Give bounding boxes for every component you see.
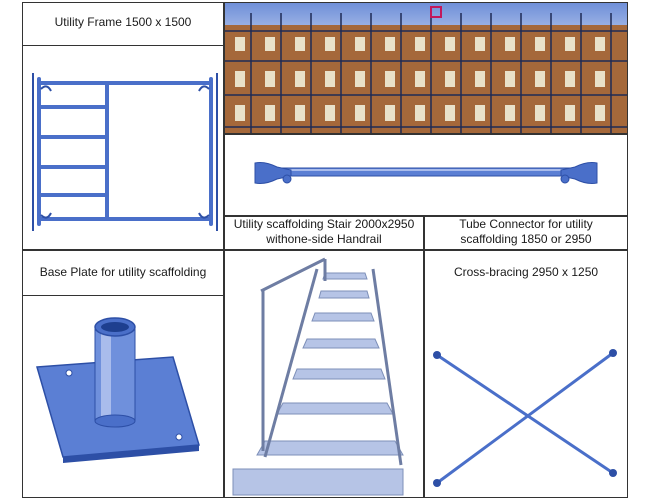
tube-connector-label-line1: Tube Connector for utility [459, 217, 593, 231]
utility-frame-panel: Utility Frame 1500 x 1500 [22, 2, 224, 250]
utility-frame-label: Utility Frame 1500 x 1500 [54, 15, 192, 29]
building-facade-drawing [225, 6, 627, 133]
label-divider [23, 295, 223, 296]
tube-connector-image-panel [224, 134, 628, 216]
utility-frame-image [32, 73, 218, 231]
cross-bracing-label: Cross-bracing 2950 x 1250 [453, 265, 599, 279]
stair-label-line2: withone-side Handrail [266, 232, 382, 246]
tube-connector-image [254, 162, 598, 184]
base-plate-label: Base Plate for utility scaffolding [39, 265, 207, 279]
stair-label-panel: Utility scaffolding Stair 2000x2950 with… [224, 216, 424, 250]
tube-connector-label-line2: scaffolding 1850 or 2950 [460, 232, 592, 246]
stair-image-panel [224, 250, 424, 498]
cross-bracing-image [433, 349, 617, 487]
base-plate-panel: Base Plate for utility scaffolding [22, 250, 224, 498]
stair-image [232, 257, 404, 496]
cross-bracing-panel: Cross-bracing 2950 x 1250 [424, 250, 628, 498]
stair-label-line1: Utility scaffolding Stair 2000x2950 [233, 217, 415, 231]
label-divider [23, 45, 223, 46]
tube-connector-label-panel: Tube Connector for utility scaffolding 1… [424, 216, 628, 250]
scaffold-building-photo [224, 2, 628, 134]
base-plate-image [36, 317, 200, 463]
